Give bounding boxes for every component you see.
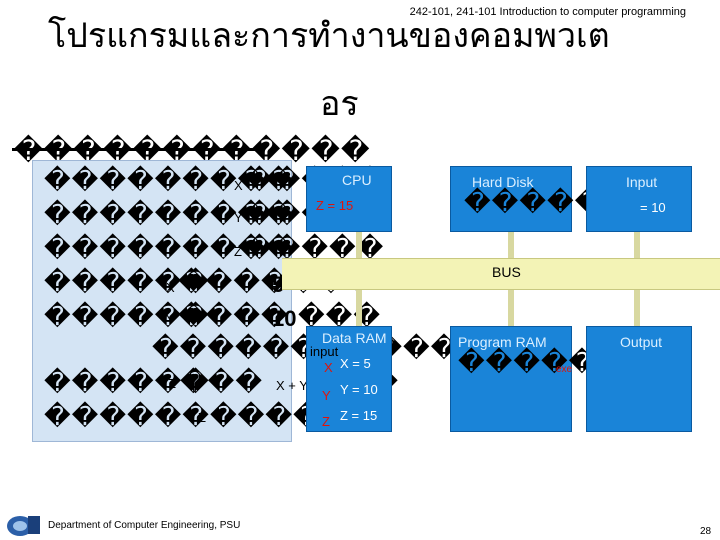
code-line-5-var: Y [166, 312, 175, 327]
code-line-7-mid: ��� [180, 368, 263, 398]
input-title: Input [626, 174, 658, 190]
system-bus [282, 258, 720, 290]
data-ram-x-value: X = 5 [340, 356, 371, 371]
code-line-4-value: 5 [272, 272, 285, 297]
output-box [586, 326, 692, 432]
data-ram-title: Data RAM [322, 330, 387, 346]
psu-logo-icon [7, 516, 40, 536]
data-ram-y-value: Y = 10 [340, 382, 378, 397]
cpu-value: Z = 15 [316, 198, 354, 213]
code-line-2-var: Y [234, 210, 243, 225]
code-line-3: ��������� [44, 234, 293, 264]
code-line-8-var: Z [198, 410, 206, 425]
hard-disk-title: Hard Disk [472, 174, 534, 190]
code-line-5-value: 10 [272, 306, 297, 331]
code-line-7-expr: X + Y [276, 378, 308, 393]
data-ram-box [306, 326, 392, 432]
code-line-7: ������ [44, 368, 210, 398]
program-ram-tag: exe [556, 364, 573, 375]
code-line-1-var: X [234, 178, 243, 193]
code-line-5: ������ [44, 302, 210, 332]
hard-disk-box [450, 166, 572, 232]
input-value: = 10 [640, 200, 666, 215]
cpu-title: CPU [342, 172, 372, 188]
code-line-4: ������ [44, 268, 210, 298]
data-ram-y-label: Y [322, 388, 331, 403]
program-ram-box [450, 326, 572, 432]
data-ram-subtitle: input [310, 344, 339, 359]
code-line-8: ��������� [44, 402, 293, 432]
cpu-box [306, 166, 392, 232]
slide-title-line1: โปรแกรมและการทำงานของคอมพวเต [48, 16, 610, 56]
page-number: 28 [700, 526, 712, 537]
code-line-5-mid: ���� [178, 302, 289, 332]
slide-title-line2: อร [320, 84, 359, 124]
output-title: Output [620, 334, 663, 350]
data-ram-x-label: X [324, 360, 333, 375]
code-line-2: ��������� [44, 200, 293, 230]
code-line-3-var: Z [234, 244, 242, 259]
code-line-1-text: ��������� [44, 166, 293, 196]
code-panel [32, 160, 292, 442]
code-line-4-var: X [166, 280, 175, 295]
heading-underline [12, 148, 260, 151]
footer-text: Department of Computer Engineering, PSU [48, 520, 241, 531]
data-ram-z-label: Z [322, 414, 330, 429]
program-ram-title: Program RAM [458, 334, 547, 350]
course-title: 242-101, 241-101 Introduction to compute… [409, 6, 686, 18]
code-line-7-var: Z [168, 376, 176, 391]
bus-label: BUS [492, 264, 521, 280]
input-box [586, 166, 692, 232]
code-line-4-mid: ���� [178, 268, 289, 298]
data-ram-z-value: Z = 15 [340, 408, 378, 423]
code-line-1: ��������� [44, 164, 293, 198]
